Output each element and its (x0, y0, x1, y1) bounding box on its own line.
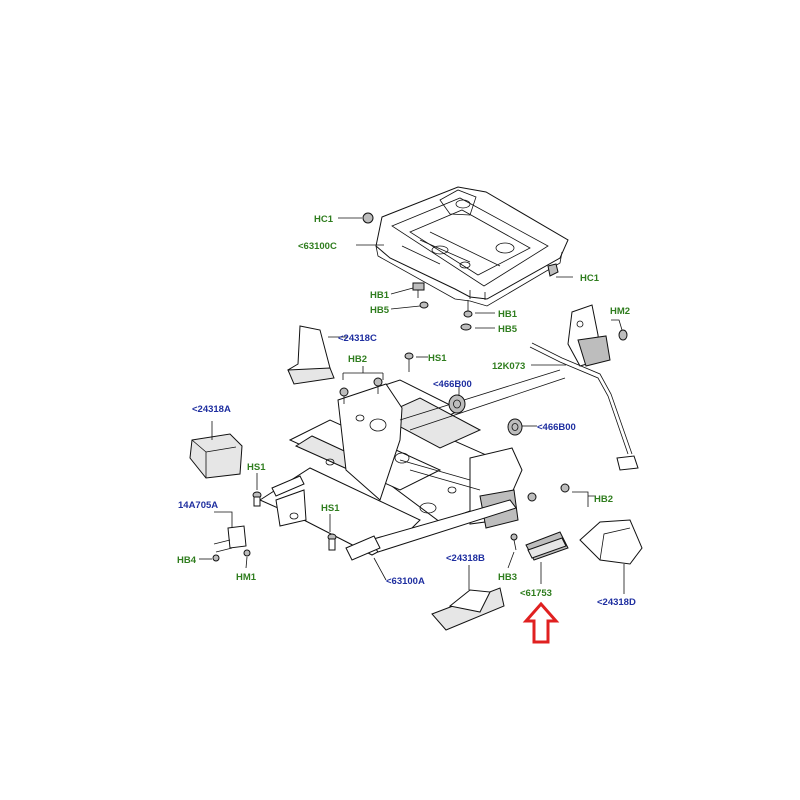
label-bushing-right: <466B00 (537, 422, 576, 433)
label-hb3: HB3 (498, 572, 517, 583)
label-hs1-left: HS1 (247, 462, 266, 473)
handle-61753-part (525, 531, 569, 561)
label-hb5-left: HB5 (370, 305, 390, 316)
hb2-bolts-right (527, 483, 570, 502)
part-14a705a (213, 525, 247, 553)
label-hc1-top: HC1 (314, 214, 334, 225)
bushing-466b00-right (507, 418, 523, 436)
label-handle: <61753 (520, 588, 552, 599)
label-hb4: HB4 (177, 555, 197, 566)
label-seat-pan: <63100C (298, 241, 337, 252)
hb2-bolts-top (339, 377, 383, 404)
label-cover-d: <24318D (597, 597, 636, 608)
label-cable: 12K073 (492, 361, 525, 372)
leader-lines (199, 217, 625, 594)
seat-frame-part (258, 369, 566, 561)
label-cover-a: <24318A (192, 404, 231, 415)
hb1-hb5-hardware-right (460, 300, 473, 331)
label-hb1-left: HB1 (370, 290, 390, 301)
label-hb2-right: HB2 (594, 494, 613, 505)
label-frame: <63100A (386, 576, 425, 587)
cable-12k073-part (529, 304, 639, 471)
seat-pan-part (375, 186, 569, 307)
hb3-screw (510, 533, 518, 551)
label-hb1-right: HB1 (498, 309, 518, 320)
label-hs1-mid: HS1 (321, 503, 340, 514)
hm1-nut (243, 549, 251, 557)
bushing-466b00-top (448, 394, 466, 414)
hs1-screw-left (252, 491, 262, 507)
cover-24318d-part (579, 519, 643, 565)
label-hs1-top: HS1 (428, 353, 447, 364)
label-hc1-right: HC1 (580, 273, 600, 284)
hs1-screw-mid (327, 533, 337, 551)
hb4-screw (212, 554, 220, 562)
label-14a705a: 14A705A (178, 500, 218, 511)
label-hm1: HM1 (236, 572, 257, 583)
label-cover-c: <24318C (338, 333, 377, 344)
callout-labels: HC1 <63100C HC1 HB1 HB5 HB1 HB5 HM2 <243… (177, 214, 636, 608)
hm2-nut (618, 329, 628, 341)
label-bushing-top: <466B00 (433, 379, 472, 390)
cover-24318a-part (189, 433, 243, 479)
label-hb2-top: HB2 (348, 354, 367, 365)
label-hm2: HM2 (610, 306, 630, 317)
hc1-clip-top (362, 212, 374, 224)
hc1-clip-right (547, 263, 559, 277)
cover-24318c-part (287, 325, 335, 385)
label-hb5-right: HB5 (498, 324, 518, 335)
cover-24318b-part (431, 587, 505, 631)
red-arrow-indicator (522, 601, 560, 644)
hs1-screw-top (404, 352, 414, 372)
hb1-hb5-hardware-left (412, 282, 429, 309)
label-cover-b: <24318B (446, 553, 485, 564)
